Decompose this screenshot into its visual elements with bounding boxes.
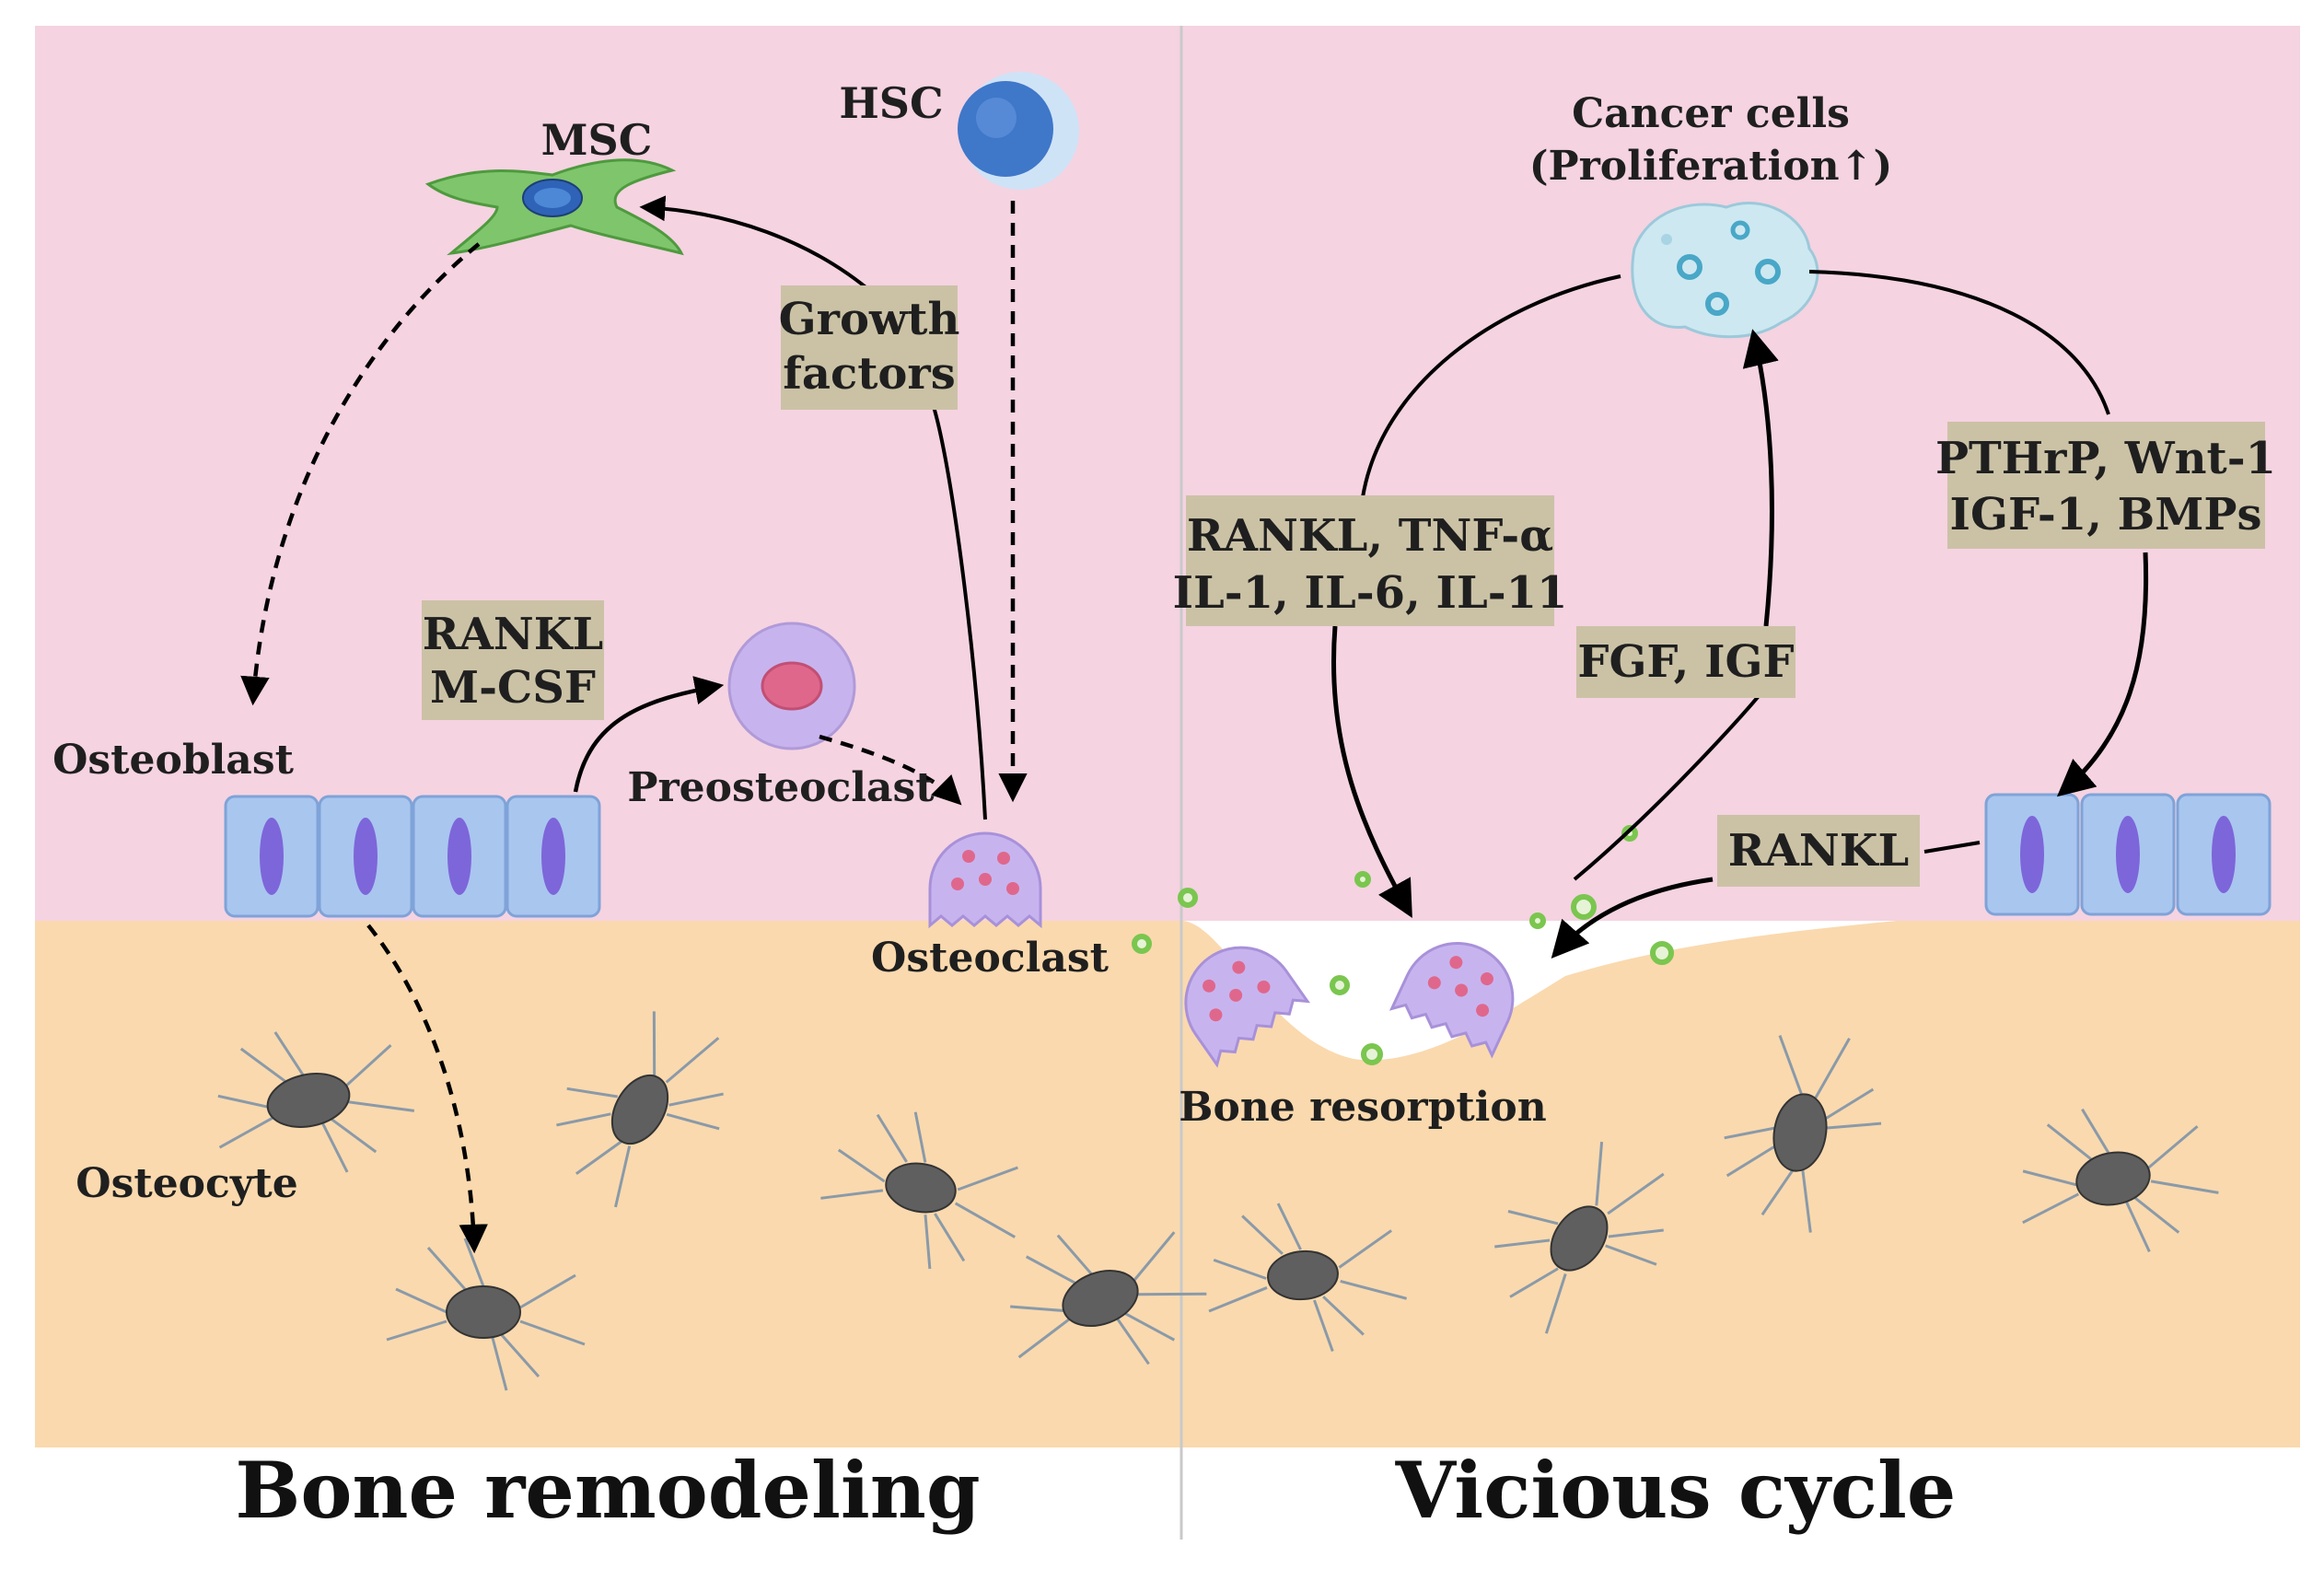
bone-region <box>35 921 2300 1447</box>
growth-factors-line2: factors <box>783 348 955 400</box>
vicious-cycle-title: Vicious cycle <box>1395 1445 1957 1536</box>
cancer-cell <box>1631 202 1819 339</box>
marrow-region <box>35 26 2300 921</box>
growth-factors-line1: Growth <box>779 294 960 345</box>
hsc-cell <box>958 72 1079 190</box>
arrows <box>240 195 2149 1254</box>
osteocyte-cell <box>386 1238 586 1391</box>
osteoclast-cell <box>1389 942 1515 1059</box>
preosteoclast-label: Preosteoclast <box>627 764 935 811</box>
osteocyte-cell <box>2022 1108 2219 1252</box>
msc-cell <box>424 158 684 256</box>
rankl-mcsf-line1: RANKL <box>423 609 603 660</box>
fgf-igf-box: FGF, IGF <box>1576 626 1795 698</box>
pthrp-line1: PTHrP, Wnt-1 <box>1935 433 2276 484</box>
bone-remodeling-title: Bone remodeling <box>235 1445 980 1536</box>
msc-label: MSC <box>541 115 653 165</box>
osteocyte-cell <box>1010 1231 1207 1366</box>
rankl-tnf-box: RANKL, TNF-α IL-1, IL-6, IL-11 <box>1173 495 1568 626</box>
osteocyte-cell <box>1494 1142 1665 1334</box>
osteocyte-cell <box>820 1111 1018 1270</box>
rankl-mcsf-box: RANKL M-CSF <box>422 600 604 720</box>
osteoclast-cell <box>1184 946 1311 1068</box>
osteocyte-cell <box>1724 1035 1882 1233</box>
osteocyte-label: Osteocyte <box>76 1160 297 1207</box>
rankl-tnf-line2: IL-1, IL-6, IL-11 <box>1173 567 1568 619</box>
cancer-cells-label-line2: (Proliferation↑) <box>1529 143 1893 190</box>
osteoblast-label: Osteoblast <box>52 737 295 784</box>
pthrp-line2: IGF-1, BMPs <box>1950 489 2262 540</box>
rankl-mcsf-line2: M-CSF <box>430 662 596 714</box>
osteocyte-cell <box>1208 1203 1408 1353</box>
osteoblast-row-left <box>224 795 601 918</box>
pthrp-box: PTHrP, Wnt-1 IGF-1, BMPs <box>1935 422 2276 549</box>
hsc-label: HSC <box>839 78 943 128</box>
rankl-tnf-line1: RANKL, TNF-α <box>1187 510 1553 562</box>
preosteoclast-cell <box>727 622 856 750</box>
growth-factors-box: Growth factors <box>779 285 960 410</box>
rankl-right-label: RANKL <box>1728 825 1909 877</box>
cancer-cells-label-line1: Cancer cells <box>1572 90 1850 137</box>
osteoclast-label: Osteoclast <box>871 935 1110 982</box>
bone-resorption-label: Bone resorption <box>1179 1084 1546 1131</box>
osteocyte-cell <box>556 1011 724 1208</box>
osteocyte-group <box>217 1011 2219 1391</box>
fgf-igf-label: FGF, IGF <box>1577 636 1794 688</box>
growth-factor-particles <box>1132 825 1674 1065</box>
osteocyte-cell <box>217 1031 415 1173</box>
osteoclast-cell <box>928 831 1042 929</box>
osteoblast-row-right <box>1984 793 2272 916</box>
rankl-right-box: RANKL <box>1717 815 1920 887</box>
